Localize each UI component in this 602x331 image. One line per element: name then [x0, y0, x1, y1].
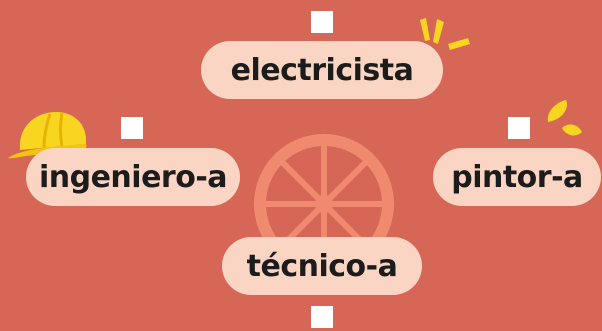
word-label-electricista: electricista — [230, 52, 414, 88]
spark-icon — [547, 100, 582, 136]
square-marker-bottom — [311, 306, 333, 328]
word-pill-ingeniero: ingeniero-a — [26, 148, 240, 206]
word-label-ingeniero: ingeniero-a — [38, 159, 228, 195]
word-pill-pintor: pintor-a — [433, 148, 601, 206]
word-pill-electricista: electricista — [201, 41, 443, 99]
word-label-tecnico: técnico-a — [246, 248, 398, 284]
square-marker-right — [508, 117, 530, 139]
square-marker-left — [121, 117, 143, 139]
square-marker-top — [311, 11, 333, 33]
word-label-pintor: pintor-a — [451, 159, 583, 195]
word-pill-tecnico: técnico-a — [222, 237, 422, 295]
spark-icon — [420, 18, 470, 50]
